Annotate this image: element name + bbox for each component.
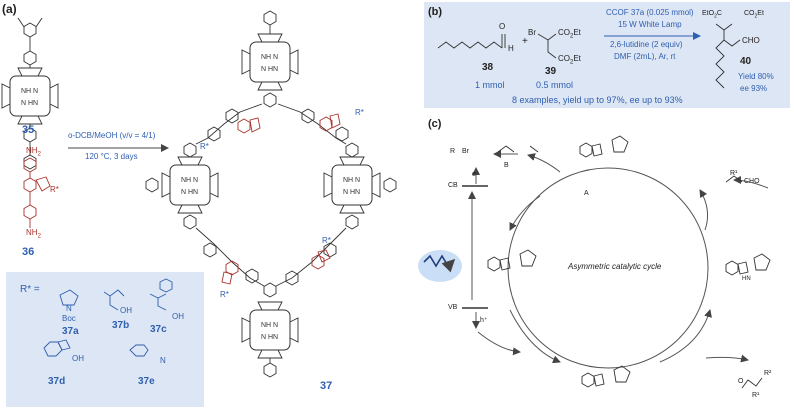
- compound-37-framework: [145, 10, 397, 378]
- product-ester-left: EtO2C: [702, 10, 722, 20]
- r-37e-extra: N: [160, 356, 166, 365]
- rstar-label-36: R*: [50, 185, 59, 194]
- hole-label: h⁺: [480, 317, 488, 324]
- panel-a-label: (a): [2, 2, 17, 16]
- cb-label: CB: [448, 182, 458, 189]
- product-ee: ee 93%: [740, 84, 768, 93]
- condition-base: 2,6-lutidine (2 equiv): [610, 40, 683, 49]
- cycle-title: Asymmetric catalytic cycle: [568, 262, 662, 271]
- compound-36-label: 36: [22, 246, 35, 258]
- scope-summary: 8 examples, yield up to 97%, ee up to 93…: [512, 95, 683, 105]
- electron-label: e⁻: [472, 171, 480, 178]
- rstar-label-tl: R*: [200, 142, 209, 151]
- amine-top-label: NH2: [26, 146, 41, 158]
- product-o: O: [738, 378, 744, 385]
- condition-solvent: DMF (2mL), Ar, rt: [614, 52, 676, 61]
- catalyst-hn: HN: [742, 276, 751, 282]
- panel-b-background: [424, 2, 790, 108]
- product-cho: CHO: [742, 36, 760, 45]
- aldehyde-o: O: [499, 22, 506, 31]
- r-37d-label: 37d: [48, 376, 66, 387]
- alkyl-bromide-br: Br: [462, 148, 469, 155]
- reaction-conditions-2: 120 °C, 3 days: [85, 152, 138, 161]
- condition-catalyst: CCOF 37a (0.025 mmol): [606, 8, 694, 17]
- r-37a-label: 37a: [62, 326, 79, 337]
- catalytic-cycle: [507, 167, 709, 369]
- r-37c-extra: OH: [172, 312, 184, 321]
- reagent-39-label: 39: [545, 66, 557, 77]
- product-yield: Yield 80%: [738, 72, 774, 81]
- r-legend-title: R* =: [20, 284, 40, 295]
- alkyl-bromide-r: R: [450, 148, 456, 155]
- aldehyde-r1: R¹: [730, 170, 738, 177]
- reagent-38-label: 38: [482, 62, 494, 73]
- plus-sign: +: [522, 36, 528, 47]
- r-37d-extra: OH: [72, 354, 84, 363]
- r-legend-structures: [43, 278, 173, 357]
- compound-36-structure: [23, 157, 51, 228]
- r-37b-label: 37b: [112, 320, 130, 331]
- reagent-39-amount: 0.5 mmol: [536, 80, 574, 90]
- compound-37-label: 37: [320, 380, 333, 392]
- aldehyde-cho: CHO: [744, 178, 760, 185]
- intermediate-a-label: A: [584, 190, 589, 197]
- rstar-label-br: R*: [322, 236, 331, 245]
- compound-35-label: 35: [22, 124, 35, 136]
- r-37a-group: N: [66, 304, 72, 313]
- reaction-conditions-1: o-DCB/MeOH (v/v = 4/1): [68, 131, 156, 140]
- rstar-label-tr: R*: [355, 108, 364, 117]
- radical-b-label: B: [504, 162, 509, 169]
- r-37c-label: 37c: [150, 324, 167, 335]
- rstar-label-bl: R*: [220, 290, 229, 299]
- cycle-arrows: [477, 153, 769, 364]
- compound-35-structure: [1, 17, 59, 170]
- amine-bottom-label: NH2: [26, 228, 41, 240]
- light-glow: [418, 250, 462, 282]
- reagent-38-amount: 1 mmol: [475, 80, 505, 90]
- panel-b-structures: [437, 23, 741, 89]
- panel-c-label: (c): [428, 118, 442, 130]
- light-wave-icon: [423, 254, 456, 273]
- aldehyde-h: H: [508, 44, 514, 53]
- product-r2: R²: [764, 370, 772, 377]
- condition-lamp: 15 W White Lamp: [618, 20, 682, 29]
- product-r1: R¹: [752, 392, 760, 399]
- catalyst-structures: [487, 135, 771, 389]
- ester-2: CO2Et: [558, 54, 581, 66]
- product-40-label: 40: [740, 56, 752, 67]
- ester-1: CO2Et: [558, 28, 581, 40]
- bromo-label: Br: [528, 28, 536, 37]
- r-37a-extra: Boc: [62, 314, 76, 323]
- product-ester-right: CO2Et: [744, 10, 764, 20]
- r-37e-label: 37e: [138, 376, 155, 387]
- vb-label: VB: [448, 304, 458, 311]
- panel-b-label: (b): [428, 6, 443, 18]
- r-legend-background: [6, 272, 204, 407]
- r-37b-extra: OH: [120, 306, 132, 315]
